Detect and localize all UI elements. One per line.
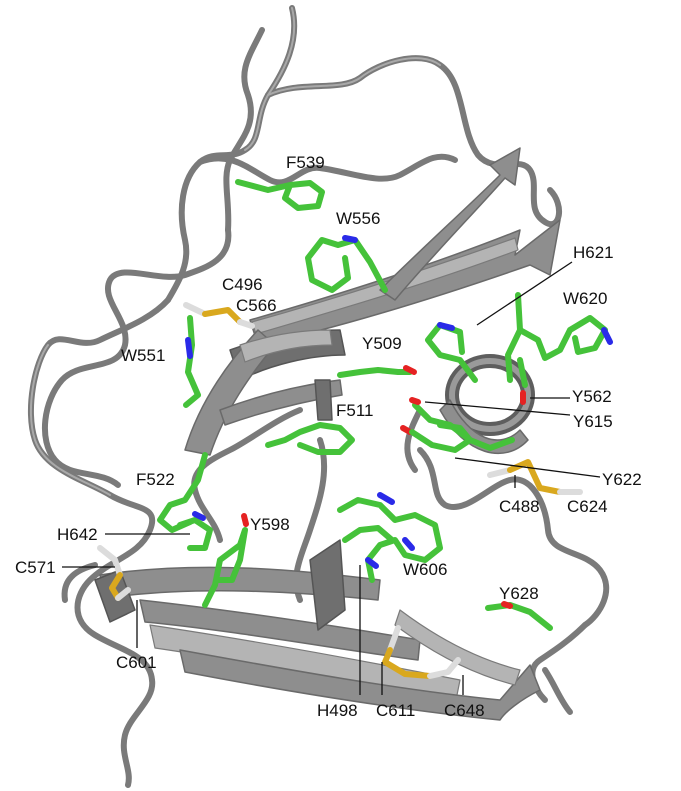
residue-sticks-W556 [305, 235, 388, 293]
label-Y628: Y628 [499, 584, 539, 603]
label-Y562: Y562 [572, 387, 612, 406]
label-C566: C566 [236, 296, 277, 315]
residue-sticks-H642 [177, 511, 213, 551]
label-F511: F511 [336, 401, 374, 420]
disulfide-C571-C601 [97, 545, 131, 601]
leader-Y622 [454, 457, 601, 478]
residue-sticks-W551 [183, 315, 201, 408]
residue-labels: F539 W556 H621 C496 C566 W620 W551 Y509 … [15, 153, 642, 720]
label-Y509: Y509 [362, 334, 402, 353]
label-H642: H642 [57, 525, 98, 544]
label-Y615: Y615 [573, 412, 613, 431]
label-W606: W606 [403, 560, 447, 579]
label-Y598: Y598 [250, 515, 290, 534]
label-C571: C571 [15, 558, 56, 577]
residue-sticks-Y562 [517, 357, 528, 405]
label-F539: F539 [286, 153, 325, 172]
residue-sticks-H621 [425, 322, 478, 383]
label-Y622: Y622 [602, 470, 642, 489]
residue-sticks-Y622 [409, 422, 473, 453]
residue-sticks-F539 [235, 179, 325, 211]
leader-H621 [476, 261, 573, 326]
residue-sticks-H498 [342, 525, 415, 551]
residue-sticks-W620 [505, 292, 613, 383]
label-C601: C601 [116, 653, 157, 672]
residue-sticks-F522 [157, 452, 208, 533]
label-H621: H621 [573, 243, 614, 262]
label-C624: C624 [567, 497, 608, 516]
residue-sticks-Y509 [337, 365, 417, 378]
label-W551: W551 [121, 346, 165, 365]
label-leader-lines [62, 261, 601, 695]
label-W620: W620 [563, 289, 607, 308]
residue-sticks-Y628 [485, 601, 553, 631]
label-W556: W556 [336, 209, 380, 228]
disulfide-C611-C648 [382, 625, 461, 679]
residue-sticks-F511 [265, 422, 355, 455]
backbone-coil [27, 5, 610, 788]
beta-sheets [94, 147, 561, 721]
leader-Y615 [424, 401, 571, 416]
label-C648: C648 [444, 701, 485, 720]
label-C496: C496 [222, 275, 263, 294]
label-F522: F522 [136, 470, 175, 489]
label-H498: H498 [317, 701, 358, 720]
residue-sticks-W606 [337, 492, 443, 583]
label-C611: C611 [376, 701, 415, 720]
residue-sticks-Y598 [202, 513, 249, 608]
side-chains [97, 179, 613, 679]
disulfide-C496-C566 [183, 302, 255, 329]
label-C488: C488 [499, 497, 540, 516]
